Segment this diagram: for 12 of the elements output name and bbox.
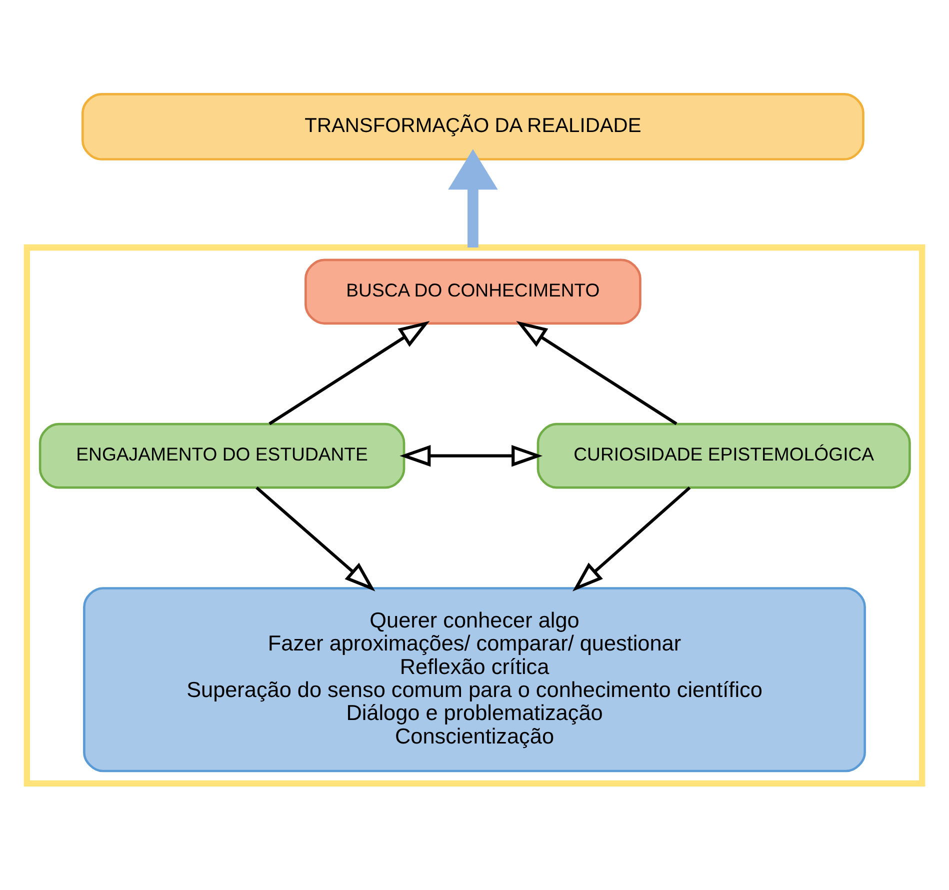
arrow: [400, 444, 543, 467]
cluster: [24, 244, 926, 787]
arrow: [516, 320, 678, 426]
node-box: ENGAJAMENTO DO ESTUDANTE: [38, 422, 406, 489]
arrow: [256, 486, 376, 592]
arrow: [572, 486, 691, 592]
arrow: [268, 320, 430, 426]
arrow: [448, 149, 498, 248]
node-box: TRANSFORMAÇÃO DA REALIDADE: [81, 93, 864, 160]
node-box: CURIOSIDADE EPISTEMOLÓGICA: [536, 422, 911, 489]
node-box: BUSCA DO CONHECIMENTO: [304, 258, 642, 325]
node-box: Querer conhecer algo Fazer aproximações/ comparar/ questionar Reflexão crítica Superação do senso comum para o conhecimento científico Diálogo e problematização Conscientização: [83, 587, 866, 772]
